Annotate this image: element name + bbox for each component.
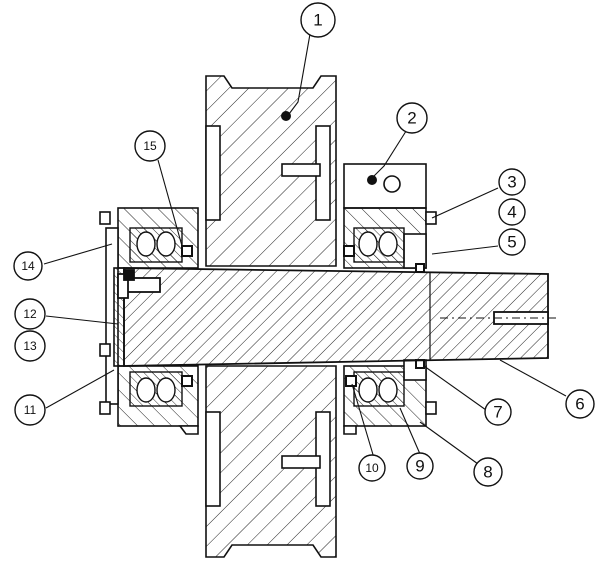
- shaft: [117, 267, 560, 367]
- callout-15: 15: [134, 130, 166, 162]
- leader-15: [157, 159, 183, 247]
- callout-10: 10: [358, 454, 386, 482]
- callout-circle: [498, 168, 526, 196]
- right-end-cap-upper: [403, 233, 427, 269]
- callout-1: 1: [300, 2, 336, 38]
- right-seal-lower: [345, 375, 357, 387]
- callout-circle: [473, 457, 503, 487]
- callout-5: 5: [498, 228, 526, 256]
- callout-circle: [134, 130, 166, 162]
- left-seal-lower: [181, 375, 193, 387]
- callout-number: 14: [21, 259, 35, 273]
- callout-number: 11: [24, 403, 37, 417]
- callout-circle: [498, 228, 526, 256]
- callout-circle: [396, 102, 428, 134]
- left-bolt-top: [99, 211, 111, 225]
- callout-number: 10: [365, 461, 379, 475]
- callout-circle: [565, 389, 595, 419]
- callout-4: 4: [498, 198, 526, 226]
- wheel-groove-lower-left: [205, 411, 221, 507]
- shaft-end-bore: [493, 311, 549, 325]
- wheel-pin-upper: [281, 163, 321, 177]
- callout-circle: [406, 452, 434, 480]
- callout-number: 15: [143, 139, 157, 153]
- callout-circle: [498, 198, 526, 226]
- callout-number: 6: [575, 395, 584, 414]
- callout-circle: [14, 394, 46, 426]
- leader-6: [499, 359, 567, 397]
- callout-circle: [14, 298, 46, 330]
- callout-circle: [358, 454, 386, 482]
- callout-number: 9: [415, 457, 424, 476]
- leader-10: [351, 383, 375, 459]
- callout-number: 4: [507, 203, 516, 222]
- wheel-pin-lower: [281, 455, 321, 469]
- left-roller-lower-a: [136, 377, 156, 403]
- callout-13: 13: [14, 330, 46, 362]
- right-housing-flange: [343, 425, 357, 435]
- callout-number: 8: [483, 463, 492, 482]
- leader-2: [371, 127, 409, 179]
- right-roller-lower-b: [378, 377, 398, 403]
- leader-7: [423, 365, 487, 411]
- left-bolt-mid: [99, 343, 111, 357]
- right-bolt-top: [425, 211, 437, 225]
- left-housing-flange: [178, 425, 199, 435]
- leader-5: [431, 245, 499, 255]
- bracket-marker-dot: [367, 175, 377, 185]
- callout-3: 3: [498, 168, 526, 196]
- leader-lines: [43, 33, 567, 465]
- callout-2: 2: [396, 102, 428, 134]
- left-roller-lower-b: [156, 377, 176, 403]
- wheel-lower-half: [205, 365, 337, 558]
- callout-number: 7: [493, 403, 502, 422]
- wheel-marker-dot: [281, 111, 291, 121]
- callout-number: 12: [23, 307, 37, 321]
- callout-number: 13: [23, 339, 37, 353]
- callout-circle: [300, 2, 336, 38]
- right-roller-upper-a: [358, 231, 378, 257]
- left-bearing: [129, 227, 193, 407]
- leader-11: [45, 369, 115, 409]
- right-bolt-bottom: [425, 401, 437, 415]
- callout-6: 6: [565, 389, 595, 419]
- callout-number: 3: [507, 173, 516, 192]
- leader-8: [419, 421, 479, 465]
- callout-circle: [13, 251, 43, 281]
- callout-14: 14: [13, 251, 43, 281]
- callout-12: 12: [14, 298, 46, 330]
- shaft-body: [123, 267, 549, 367]
- bracket-hole: [383, 175, 401, 193]
- callout-7: 7: [484, 398, 512, 426]
- wheel-upper-half: [205, 75, 337, 267]
- right-roller-upper-b: [378, 231, 398, 257]
- right-seal-upper: [343, 245, 355, 257]
- callout-9: 9: [406, 452, 434, 480]
- callout-8: 8: [473, 457, 503, 487]
- right-roller-lower-a: [358, 377, 378, 403]
- right-small-seal-upper: [415, 263, 425, 273]
- callout-circle: [484, 398, 512, 426]
- wheel-section: [205, 75, 337, 558]
- callout-number: 5: [507, 233, 516, 252]
- leader-14: [43, 243, 113, 265]
- leader-9: [399, 407, 421, 455]
- left-bolt-bottom: [99, 401, 111, 415]
- callout-circle: [14, 330, 46, 362]
- shaft-left-washer: [123, 269, 135, 281]
- leader-12: [45, 315, 119, 325]
- leader-3: [431, 187, 499, 219]
- left-roller-upper-a: [136, 231, 156, 257]
- left-seal-upper: [181, 245, 193, 257]
- callout-11: 11: [14, 394, 46, 426]
- left-roller-upper-b: [156, 231, 176, 257]
- leader-1: [285, 33, 311, 119]
- callout-number: 2: [407, 109, 416, 128]
- wheel-groove-upper-left: [205, 125, 221, 221]
- callout-number: 1: [313, 11, 322, 30]
